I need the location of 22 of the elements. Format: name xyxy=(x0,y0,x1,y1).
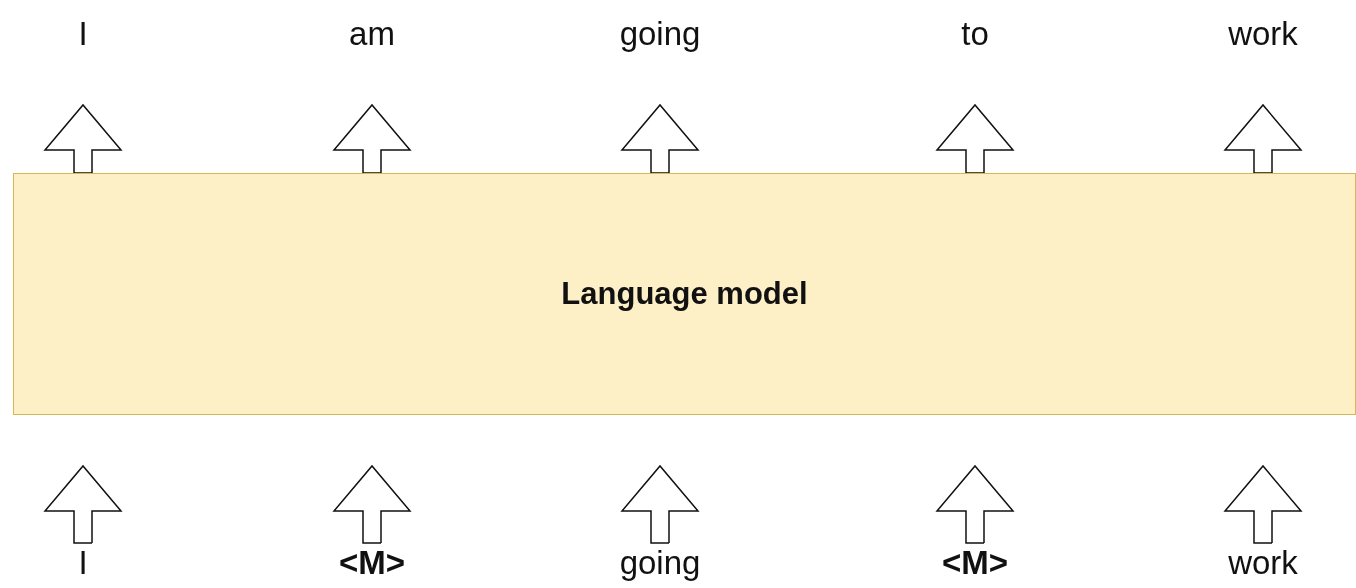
input-token: I xyxy=(78,543,88,583)
input-token: work xyxy=(1228,543,1298,583)
block-arrow xyxy=(332,103,412,174)
output-word: I xyxy=(78,14,88,54)
model-label: Language model xyxy=(561,276,808,312)
output-word: am xyxy=(349,14,395,54)
input-token: going xyxy=(619,543,701,583)
input-token: <M> xyxy=(338,543,405,583)
block-arrow xyxy=(43,464,123,544)
block-arrow xyxy=(620,464,700,544)
output-word: going xyxy=(619,14,701,54)
block-arrow xyxy=(1223,464,1303,544)
block-arrow xyxy=(43,103,123,174)
output-word: to xyxy=(961,14,989,54)
block-arrow xyxy=(1223,103,1303,174)
input-token: <M> xyxy=(941,543,1008,583)
block-arrow xyxy=(935,103,1015,174)
block-arrow xyxy=(620,103,700,174)
model-box xyxy=(13,173,1356,415)
output-word: work xyxy=(1228,14,1298,54)
block-arrow xyxy=(332,464,412,544)
block-arrow xyxy=(935,464,1015,544)
